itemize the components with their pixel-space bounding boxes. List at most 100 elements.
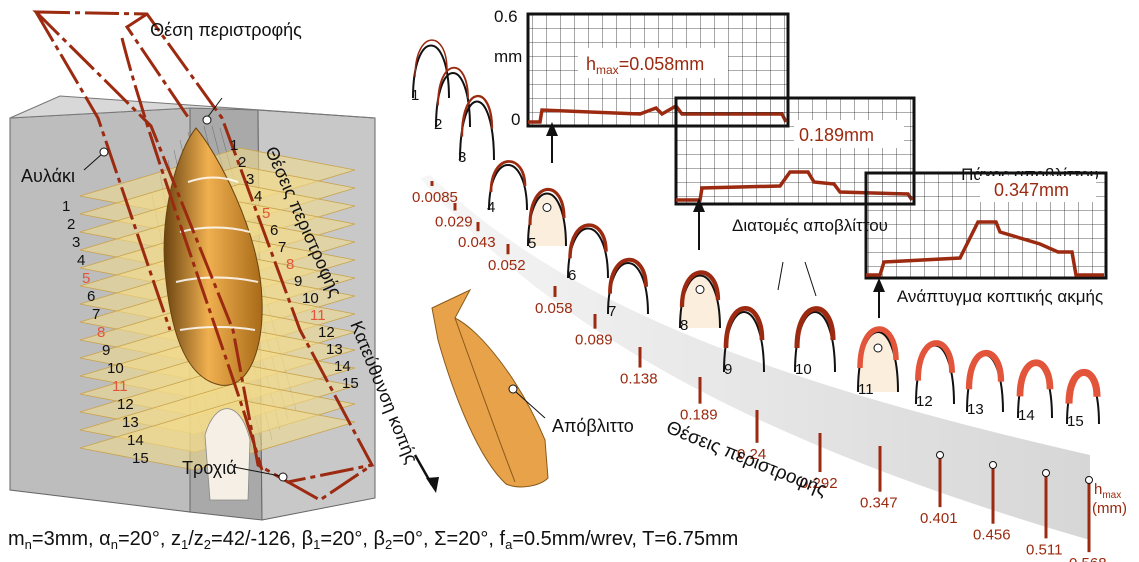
position-number: 2 (238, 154, 246, 171)
chip-section-3: 3 (458, 94, 495, 166)
position-number: 1 (230, 137, 238, 154)
position-number: 11 (310, 307, 326, 324)
section-number: 4 (487, 199, 495, 216)
position-number: 1 (62, 198, 70, 215)
section-number: 10 (795, 361, 812, 378)
chip-section-6: 6 (567, 223, 609, 284)
graph-2-value: 0.189mm (799, 125, 874, 145)
section-number: 11 (858, 381, 874, 398)
callout-marker (278, 472, 288, 482)
position-number: 15 (132, 450, 149, 467)
gear-block-3d (9, 10, 376, 521)
position-number: 8 (286, 256, 294, 273)
position-number: 5 (82, 270, 90, 287)
chip-section-1: 1 (411, 39, 450, 104)
hmax-label: 0.401 (920, 510, 958, 527)
hmax-label: 0.029 (435, 213, 473, 230)
graph-axis-zero: 0 (511, 110, 520, 129)
section-number: 12 (916, 393, 933, 410)
hmax-label: 0.511 (1026, 541, 1062, 558)
chip-section-8: 8 (679, 270, 721, 334)
chip-section-14: 14 (1016, 359, 1054, 424)
label-groove: Αυλάκι (21, 166, 75, 186)
position-number: 3 (72, 234, 80, 251)
hmax-label: 0.052 (488, 257, 526, 274)
graph-3-profile (866, 220, 1104, 277)
section-number: 1 (411, 87, 419, 104)
chip-section-10: 10 (794, 306, 836, 378)
section-number: 5 (528, 235, 536, 252)
label-trajectory: Τροχιά (182, 458, 237, 478)
hmax-label: 0.089 (575, 332, 613, 349)
position-number: 2 (67, 216, 75, 233)
hmax-label: 0.0085 (412, 189, 458, 206)
section-number: 6 (568, 267, 576, 284)
position-number: 12 (318, 324, 335, 341)
section-number: 7 (608, 303, 616, 320)
graph-1-value: hmax=0.058mm (586, 54, 704, 77)
section-number: 9 (724, 361, 732, 378)
section-number: 3 (458, 149, 466, 166)
position-number: 8 (97, 324, 105, 341)
hmax-ticks (430, 181, 1093, 553)
section-number: 15 (1067, 413, 1084, 430)
chip-section-2: 2 (434, 66, 471, 133)
position-number: 7 (92, 306, 100, 323)
label-chip: Απόβλιττο (552, 416, 634, 436)
position-number: 13 (326, 341, 343, 358)
graph-axis-unit: mm (494, 47, 522, 66)
hmax-label: 0.138 (620, 371, 658, 388)
chip-section-15: 15 (1065, 368, 1101, 430)
callout-marker (508, 384, 518, 394)
hmax-label: 0.24 (737, 446, 766, 463)
callout-marker (99, 147, 109, 157)
chip-section-12: 12 (915, 340, 955, 410)
label-chip-sections-line1: Διατομές αποβλίττου (732, 216, 888, 235)
position-number: 4 (77, 252, 85, 269)
hmax-label: 0.189 (680, 407, 718, 424)
position-number: 5 (262, 205, 270, 222)
hmax-label: 0.058 (535, 300, 573, 317)
position-number: 3 (246, 171, 254, 188)
chip-section-9: 9 (723, 306, 765, 378)
label-hmax-unit: (mm) (1092, 500, 1127, 517)
section-number: 13 (967, 401, 984, 418)
label-rotation-position-line1: Θέση περιστροφής (150, 20, 302, 40)
position-number: 10 (302, 290, 319, 307)
graph-2-profile (676, 170, 914, 202)
position-number: 6 (87, 288, 95, 305)
position-number: 11 (112, 378, 128, 395)
section-number: 8 (680, 317, 688, 334)
chip-section-4: 4 (487, 160, 528, 216)
position-number: 7 (278, 239, 286, 256)
position-number: 12 (117, 396, 134, 413)
chip-section-13: 13 (965, 350, 1005, 418)
hmax-label: 0.568 (1069, 555, 1107, 562)
position-number: 14 (127, 432, 144, 449)
position-number: 10 (107, 360, 124, 377)
position-number: 4 (254, 188, 262, 205)
position-number: 9 (102, 342, 110, 359)
hmax-label: 0.347 (860, 495, 898, 512)
position-number: 14 (334, 358, 351, 375)
hmax-label: 0.043 (458, 234, 496, 251)
position-number: 9 (294, 273, 302, 290)
parameters-caption: mn=3mm, αn=20°, z1/z2=42/-126, β1=20°, β… (8, 528, 739, 552)
section-number: 14 (1018, 407, 1035, 424)
graph-axis-max: 0.6 (494, 7, 518, 26)
chip-section-11: 11 (857, 326, 899, 398)
graph-3-value: 0.347mm (994, 180, 1069, 200)
label-edge-development-line1: Ανάπτυγμα κοπτικής ακμής (897, 287, 1103, 306)
chip-section-5: 5 (527, 187, 567, 252)
section-number: 2 (434, 116, 442, 133)
hmax-label: 0.292 (800, 475, 838, 492)
label-hmax-axis: hmax (1094, 481, 1121, 501)
chip-thickness-graph-3: 0.347mm (864, 171, 1108, 318)
callout-marker (202, 115, 212, 125)
chip-section-7: 7 (607, 257, 649, 320)
